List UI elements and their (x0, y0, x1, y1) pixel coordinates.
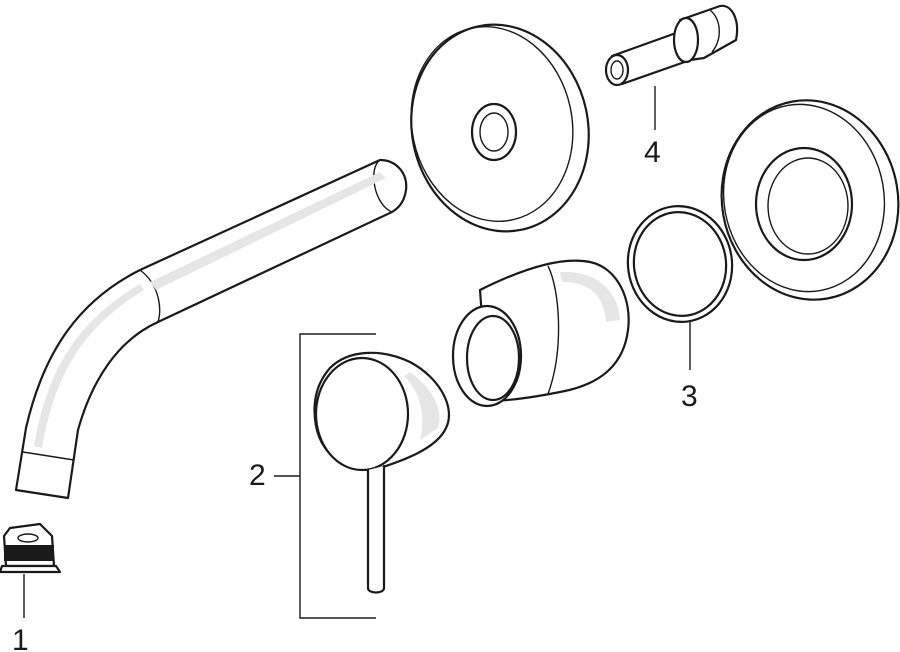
callout-1: 1 (12, 624, 29, 652)
leader-lines (23, 86, 691, 619)
o-ring (626, 205, 734, 323)
sleeve (451, 259, 630, 408)
rosette-large (720, 99, 900, 301)
aerator (0, 522, 62, 574)
connector-pipe (604, 4, 739, 87)
callout-4: 4 (644, 136, 661, 169)
lever-handle (313, 351, 451, 594)
callout-2: 2 (249, 459, 266, 492)
spout (14, 158, 408, 500)
cover-plate-small (410, 23, 590, 233)
callout-3: 3 (681, 380, 698, 413)
